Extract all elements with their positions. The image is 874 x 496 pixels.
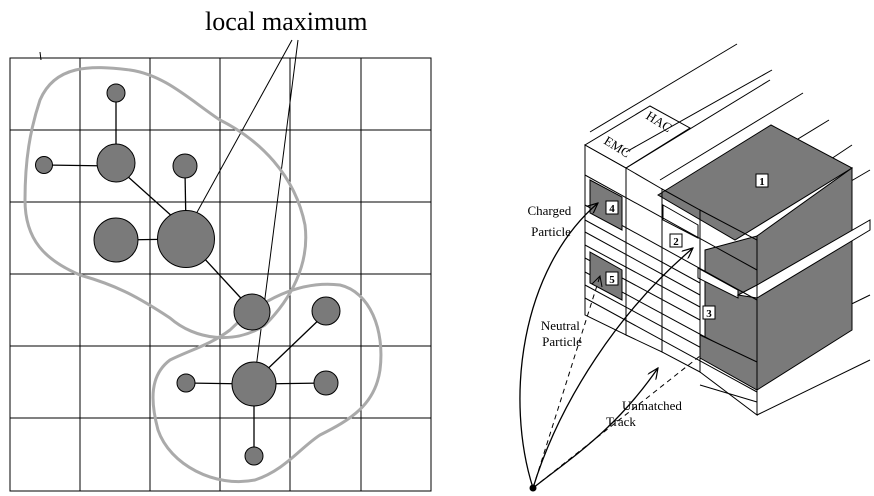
notch-upper xyxy=(662,204,699,239)
unmatched-track-arrow xyxy=(532,368,658,489)
notch-lower xyxy=(736,219,871,299)
cluster-outline-lower xyxy=(151,282,383,484)
energy-deposit xyxy=(176,373,196,393)
svg-text:4: 4 xyxy=(609,203,615,215)
local-maximum-upper xyxy=(157,210,215,268)
energy-deposit xyxy=(35,156,53,174)
energy-deposit xyxy=(313,370,339,396)
svg-text:3: 3 xyxy=(706,308,712,320)
cell-number-4: 4 xyxy=(605,200,619,215)
cell-number-1: 1 xyxy=(755,173,769,188)
cell-number-2: 2 xyxy=(669,233,683,248)
neutral-particle-label: Neutral Particle xyxy=(541,318,583,349)
cell-number-5: 5 xyxy=(605,271,619,286)
svg-text:5: 5 xyxy=(609,274,615,286)
energy-deposit xyxy=(311,296,341,326)
cell-grid xyxy=(9,57,432,492)
clustering-diagram: local maximum xyxy=(9,7,432,492)
charged-particle-track xyxy=(519,203,598,489)
energy-deposit xyxy=(93,217,139,263)
neutral-particle-track xyxy=(532,275,601,489)
emc-top xyxy=(584,105,691,169)
hac-lower-slab xyxy=(699,334,758,391)
svg-text:1: 1 xyxy=(759,176,765,188)
calorimeter-diagram: HAC EMC 1 2 3 4 5 xyxy=(519,43,871,492)
pointer-line-2 xyxy=(253,39,299,385)
energy-deposit xyxy=(96,143,136,183)
cluster-outline-upper xyxy=(23,66,308,340)
hac-top-edge xyxy=(625,79,771,169)
energy-deposit xyxy=(172,153,198,179)
charged-particle-track-2 xyxy=(532,248,693,489)
cell-number-3: 3 xyxy=(702,305,716,320)
hac-label: HAC xyxy=(643,108,674,135)
local-maximum-label: local maximum xyxy=(205,7,367,36)
charged-particle-label: Charged Particle xyxy=(527,203,574,239)
energy-deposit xyxy=(244,446,264,466)
energy-deposit xyxy=(106,83,126,103)
unmatched-track-label: Unmatched Track xyxy=(606,398,685,429)
interaction-vertex xyxy=(529,484,537,492)
tick-mark xyxy=(39,51,42,61)
svg-text:2: 2 xyxy=(673,236,679,248)
energy-deposit xyxy=(233,293,271,331)
local-maximum-lower xyxy=(231,361,277,407)
neutral-arrowhead xyxy=(591,274,603,288)
